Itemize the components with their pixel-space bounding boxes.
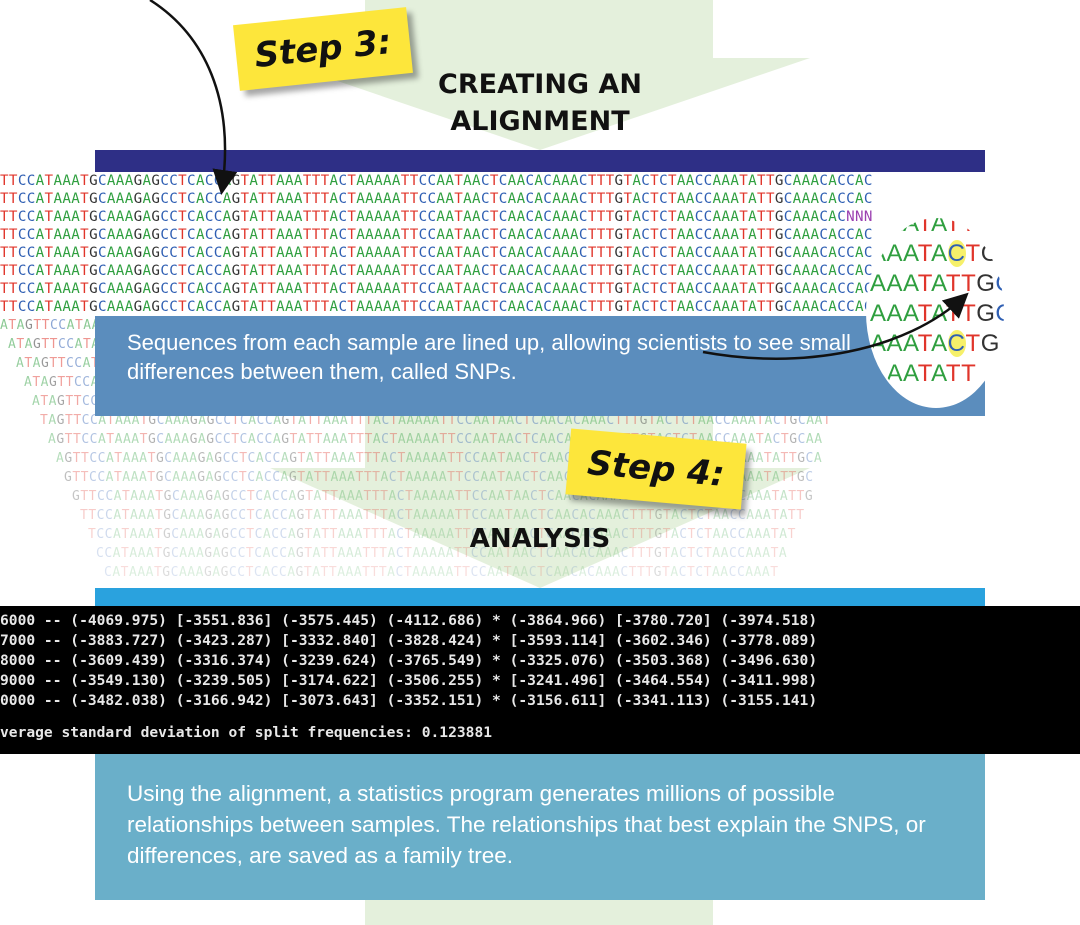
magnifier-row: AAATATTGC (870, 300, 1004, 327)
alignment-row: TTCCATAAATGCAAAGAGCCTCACCAGTATTAAATTTACT… (0, 191, 873, 207)
faded-sequence-row: TAGTTCCATAAATGCAAAGAGCCTCACCAGTATTAAATTT… (40, 413, 832, 428)
step3-caption-box: Sequences from each sample are lined up,… (95, 316, 985, 416)
alignment-row: TTCCATAAATGCAAAGAGCCTCACCAGTATTAAATTTACT… (0, 173, 873, 189)
console-line: 0000 -- (-3482.038) (-3166.942) [-3073.6… (0, 692, 818, 709)
faded-sequence-row: TTCCATAAATGCAAAGAGCCTCACCAGTATTAAATTTACT… (80, 508, 805, 523)
console-line: 9000 -- (-3549.130) (-3239.505) [-3174.6… (0, 672, 818, 689)
step3-caption: Sequences from each sample are lined up,… (127, 330, 851, 384)
alignment-header-band (95, 150, 985, 172)
console-line: 7000 -- (-3883.727) (-3423.287) [-3332.8… (0, 632, 818, 649)
flow-arrow-bottom-stem (365, 895, 713, 925)
step4-caption-box: Using the alignment, a statistics progra… (95, 754, 985, 900)
step3-heading: CREATING AN ALIGNMENT (380, 66, 700, 140)
step3-heading-line2: ALIGNMENT (450, 106, 630, 137)
step3-heading-line1: CREATING AN (438, 69, 642, 100)
magnifier-row: AAATATTGC (870, 270, 1004, 297)
snp-magnifier: AAATATT AAATACTGC AAATATTGC AAATATTGC AAATAC… (868, 218, 1004, 406)
faded-sequence-row: AGTTCCATAAATGCAAAGAGCCTCACCAGTATTAAATTTA… (56, 451, 823, 466)
analysis-header-band (95, 588, 985, 606)
step4-caption: Using the alignment, a statistics progra… (127, 781, 926, 868)
magnifier-row: AAATATT (870, 218, 977, 237)
flow-arrow-top-stem (365, 0, 713, 60)
alignment-row: TTCCATAAATGCAAAGAGCCTCACCAGTATTAAATTTACT… (0, 281, 873, 297)
console-line: 8000 -- (-3609.439) (-3316.374) (-3239.6… (0, 652, 818, 669)
alignment-row: TTCCATAAATGCAAAGAGCCTCACCAGTATTAAATTTACT… (0, 227, 873, 243)
analysis-console-output: 6000 -- (-4069.975) [-3551.836] (-3575.4… (0, 606, 1080, 754)
console-summary-line: verage standard deviation of split frequ… (0, 724, 493, 741)
faded-sequence-row: CCATAAATGCAAAGAGCCTCACCAGTATTAAATTTACTAA… (96, 546, 788, 561)
magnifier-row: AAATATT (870, 360, 977, 387)
faded-sequence-row: CATAAATGCAAAGAGCCTCACCAGTATTAAATTTACTAAA… (104, 565, 779, 580)
magnifier-row: AAATACTGC (870, 330, 1004, 357)
step4-heading: ANALYSIS (469, 524, 611, 554)
alignment-row: TTCCATAAATGCAAAGAGCCTCACCAGTATTAAATTTACT… (0, 245, 873, 261)
alignment-row: TTCCATAAATGCAAAGAGCCTCACCAGTATTAAATTTACT… (0, 299, 872, 315)
magnifier-row: AAATACTGC (870, 240, 1004, 267)
alignment-row: TTCCATAAATGCAAAGAGCCTCACCAGTATTAAATTTACT… (0, 263, 873, 279)
alignment-row: TTCCATAAATGCAAAGAGCCTCACCAGTATTAAATTTACT… (0, 209, 873, 225)
console-line: 6000 -- (-4069.975) [-3551.836] (-3575.4… (0, 612, 818, 629)
faded-sequence-row: TCCATAAATGCAAAGAGCCTCACCAGTATTAAATTTACTA… (88, 527, 796, 542)
